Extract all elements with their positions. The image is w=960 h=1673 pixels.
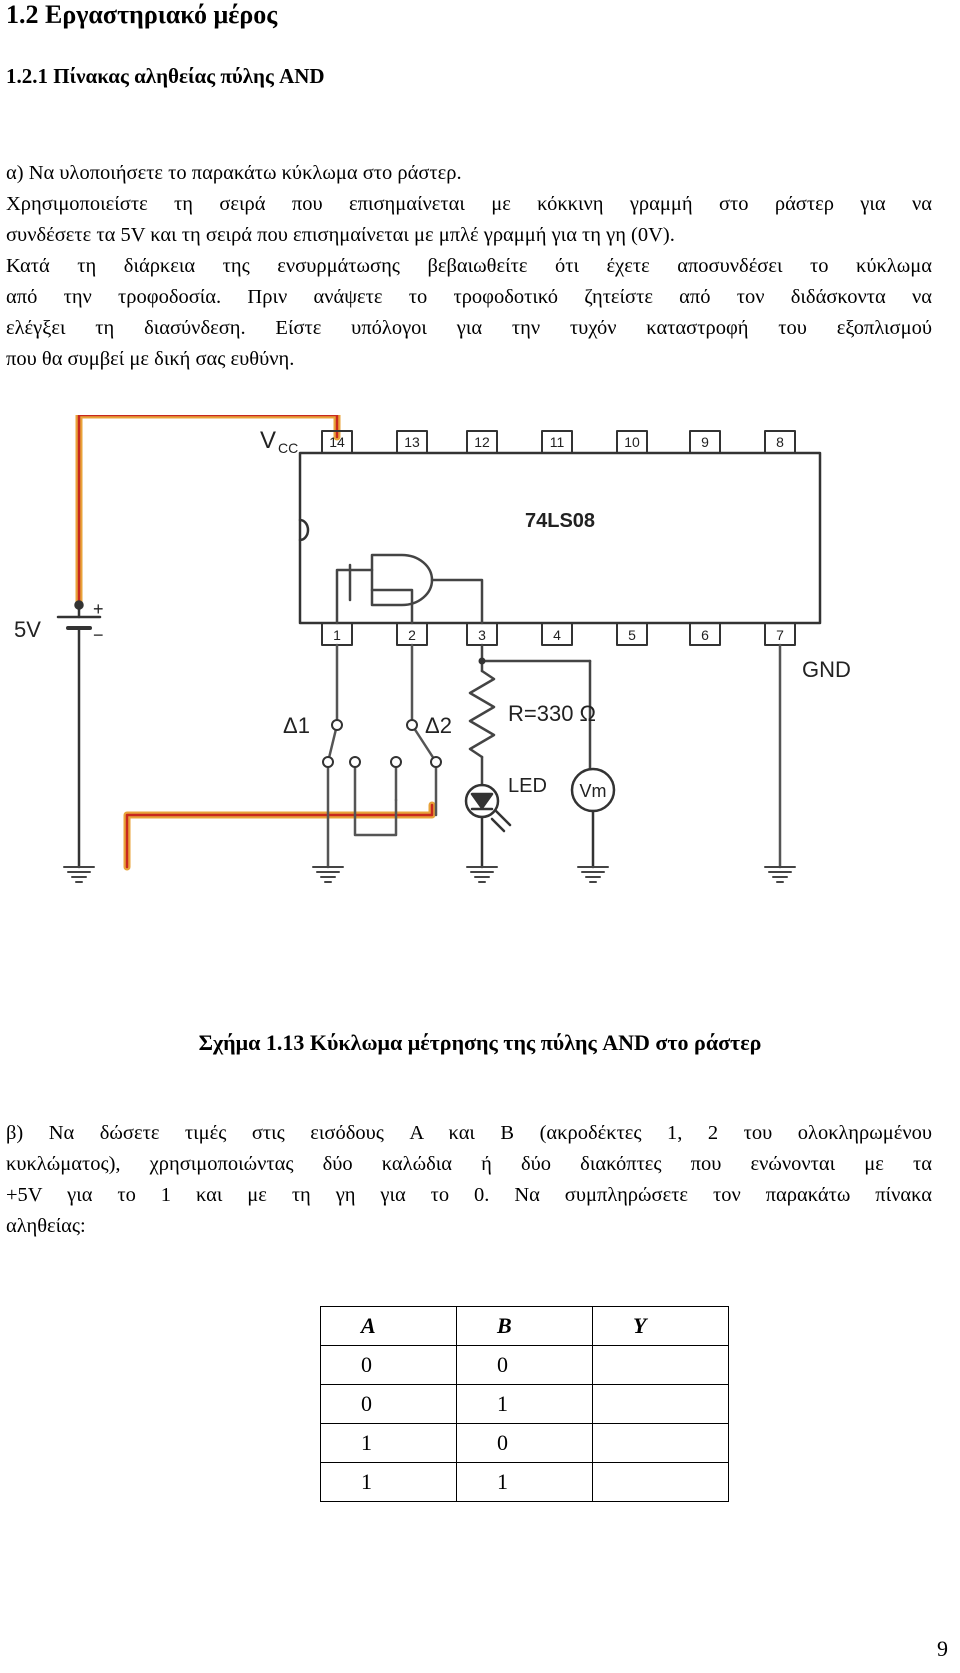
minus-sign: − [93, 625, 104, 645]
paragraph-line: συνδέσετε τα 5V και τη σειρά που επισημα… [6, 224, 675, 246]
table-row: 0 0 [320, 1345, 729, 1385]
led-symbol [464, 783, 512, 869]
output-cell[interactable] [592, 1384, 729, 1424]
paragraph-line: κυκλώματος), χρησιμοποιώντας δύο καλώδια… [6, 1153, 932, 1175]
top-pin-boxes [321, 430, 796, 454]
and-gate-symbol [335, 553, 484, 625]
resistor-symbol [468, 643, 592, 787]
switch-contacts [322, 719, 442, 768]
resistor-label: R=330 Ω [508, 701, 596, 726]
pin-number: 4 [553, 627, 561, 643]
circuit-diagram: V CC 74LS08 14 13 12 11 10 9 8 1 2 3 4 5… [14, 415, 851, 883]
output-cell[interactable] [592, 1462, 729, 1502]
paragraph-b: β) Να δώσετε τιμές στις εισόδους A και B… [6, 1118, 932, 1242]
section-title: 1.2 Εργαστηριακό μέρος [6, 0, 278, 29]
column-header-a: A [320, 1306, 457, 1346]
junction-dot [478, 657, 486, 665]
battery-symbol [56, 600, 102, 869]
pin-number: 3 [478, 627, 486, 643]
table-header-row: A B Y [320, 1306, 729, 1346]
pin-number: 11 [550, 434, 565, 450]
paragraph-line: β) Να δώσετε τιμές στις εισόδους A και B… [6, 1122, 932, 1144]
input-wires [326, 643, 438, 869]
pin-number: 5 [628, 627, 636, 643]
paragraph-a: α) Να υλοποιήσετε το παρακάτω κύκλωμα στ… [6, 158, 932, 375]
table-cell: 1 [320, 1423, 457, 1463]
pin-number: 2 [408, 627, 416, 643]
pin-number: 6 [701, 627, 709, 643]
table-cell: 0 [456, 1345, 593, 1385]
ic-body [298, 451, 822, 625]
supply-voltage-label: 5V [14, 617, 41, 642]
paragraph-line: από την τροφοδοσία. Πριν ανάψετε το τροφ… [6, 286, 932, 308]
pin-number: 12 [474, 434, 490, 450]
ground-symbols [63, 866, 796, 883]
switch2-label: Δ2 [425, 713, 452, 738]
paragraph-line: Χρησιμοποιείστε τη σειρά που επισημαίνετ… [6, 193, 932, 215]
figure-caption: Σχήμα 1.13 Κύκλωμα μέτρησης της πύλης AN… [198, 1030, 762, 1055]
table-cell: 1 [456, 1462, 593, 1502]
output-cell[interactable] [592, 1345, 729, 1385]
table-cell: 1 [456, 1384, 593, 1424]
switch1-label: Δ1 [283, 713, 310, 738]
truth-table: A B Y 0 0 0 1 1 0 1 1 [320, 1306, 729, 1502]
paragraph-line: αληθείας: [6, 1215, 86, 1237]
plus-sign: + [93, 599, 104, 619]
supply-wire-core [77, 415, 434, 869]
ic-notch [298, 518, 310, 542]
pin-number: 9 [701, 434, 709, 450]
paragraph-line: +5V για το 1 και με τη γη για το 0. Να σ… [6, 1184, 932, 1206]
page-number: 9 [937, 1636, 948, 1661]
column-header-b: B [456, 1306, 593, 1346]
table-cell: 0 [320, 1345, 457, 1385]
supply-wire [75, 415, 436, 871]
paragraph-line: α) Να υλοποιήσετε το παρακάτω κύκλωμα στ… [6, 162, 462, 184]
table-row: 0 1 [320, 1384, 729, 1424]
voltmeter-label: Vm [580, 781, 607, 801]
pin-number: 14 [329, 434, 345, 450]
voltmeter-symbol [570, 767, 616, 869]
paragraph-line: ελέγξει τη διασύνδεση. Είστε υπόλογοι γι… [6, 317, 932, 339]
table-cell: 1 [320, 1462, 457, 1502]
pin-number: 7 [776, 627, 784, 643]
gnd-label: GND [802, 657, 851, 682]
vcc-subscript: CC [278, 440, 298, 456]
table-row: 1 1 [320, 1462, 729, 1502]
vcc-label: V [260, 427, 276, 454]
pin-number: 13 [404, 434, 420, 450]
table-cell: 0 [456, 1423, 593, 1463]
table-row: 1 0 [320, 1423, 729, 1463]
paragraph-line: Κατά τη διάρκεια της ενσυρμάτωσης βεβαιω… [6, 255, 932, 277]
subsection-title: 1.2.1 Πίνακας αληθείας πύλης AND [6, 64, 325, 88]
output-cell[interactable] [592, 1423, 729, 1463]
chip-label: 74LS08 [525, 510, 595, 532]
pin-number: 8 [776, 434, 784, 450]
table-cell: 0 [320, 1384, 457, 1424]
pin-number: 10 [624, 434, 640, 450]
column-header-y: Y [592, 1306, 729, 1346]
paragraph-line: που θα συμβεί με δική σας ευθύνη. [6, 348, 295, 370]
pin-number: 1 [333, 627, 341, 643]
led-label: LED [508, 775, 547, 797]
